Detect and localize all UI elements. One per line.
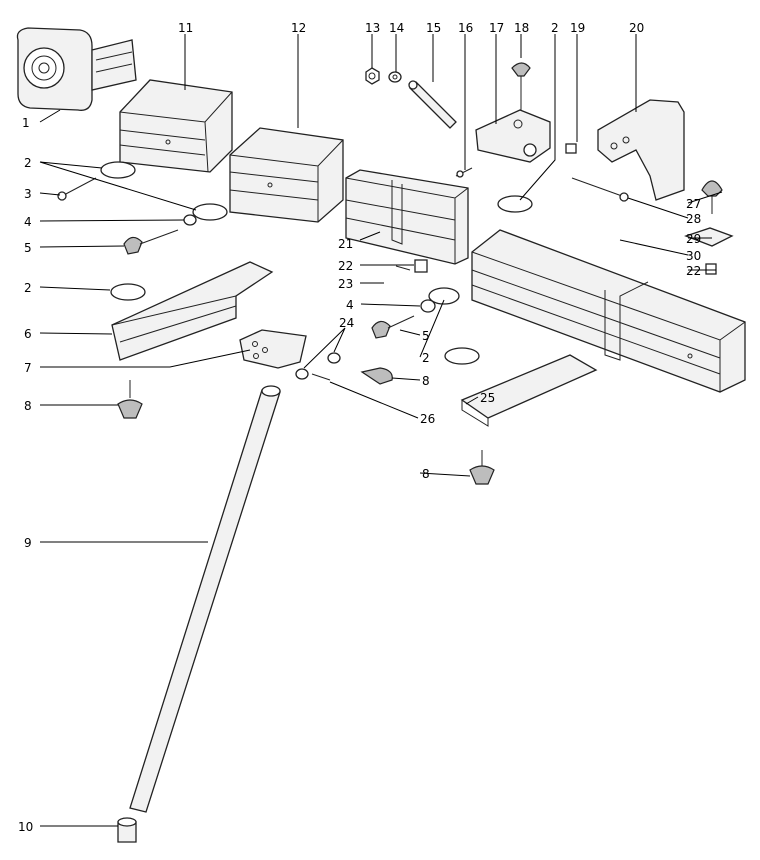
callout-27: 27 <box>686 197 701 211</box>
callout-30: 30 <box>686 249 701 263</box>
callout-2-top: 2 <box>551 21 559 35</box>
leader-lines <box>39 34 723 827</box>
part-21-profile <box>345 169 469 265</box>
callout-14: 14 <box>389 21 404 35</box>
part-12-profile <box>229 127 344 223</box>
callout-22-right: 22 <box>686 264 701 278</box>
fasteners-left <box>57 177 436 385</box>
callout-2-left-upper: 2 <box>24 156 32 170</box>
callout-3: 3 <box>24 187 32 201</box>
callout-2-left-lower: 2 <box>24 281 32 295</box>
callout-15: 15 <box>426 21 441 35</box>
callout-18: 18 <box>514 21 529 35</box>
callout-7: 7 <box>24 361 32 375</box>
callout-19: 19 <box>570 21 585 35</box>
callout-10: 10 <box>18 820 33 834</box>
callout-4-left: 4 <box>24 215 32 229</box>
part-1-end-cap <box>16 27 137 111</box>
callout-4-center: 4 <box>346 298 354 312</box>
part-6-arm <box>111 261 274 361</box>
callout-25: 25 <box>480 391 495 405</box>
callout-labels: 1 11 12 13 14 15 16 17 18 2 19 20 2 3 4 … <box>18 21 701 834</box>
callout-22-center: 22 <box>338 259 353 273</box>
callout-21: 21 <box>338 237 353 251</box>
part-9-tube <box>129 385 281 813</box>
callout-11: 11 <box>178 21 193 35</box>
callout-17: 17 <box>489 21 504 35</box>
callout-16: 16 <box>458 21 473 35</box>
callout-2-center: 2 <box>422 351 430 365</box>
callout-20: 20 <box>629 21 644 35</box>
small-parts-top <box>365 62 734 275</box>
callout-29: 29 <box>686 232 701 246</box>
callout-9: 9 <box>24 536 32 550</box>
callout-5-left: 5 <box>24 241 32 255</box>
callout-5-center: 5 <box>422 329 430 343</box>
callout-8-center: 8 <box>422 374 430 388</box>
callout-24: 24 <box>339 316 354 330</box>
callout-12: 12 <box>291 21 306 35</box>
part-25-arm <box>460 354 598 427</box>
part-10-foot <box>117 817 137 843</box>
callout-13: 13 <box>365 21 380 35</box>
callout-26: 26 <box>420 412 435 426</box>
part-30-profile <box>471 229 746 393</box>
part-11-profile <box>119 79 233 173</box>
callout-28: 28 <box>686 212 701 226</box>
callout-8-left: 8 <box>24 399 32 413</box>
callout-1: 1 <box>22 116 30 130</box>
callout-8-right: 8 <box>422 467 430 481</box>
part-7-bracket <box>239 329 307 369</box>
part-2-slot-nuts <box>100 161 533 365</box>
part-8-knobs <box>117 380 495 485</box>
callout-23: 23 <box>338 277 353 291</box>
callout-6: 6 <box>24 327 32 341</box>
